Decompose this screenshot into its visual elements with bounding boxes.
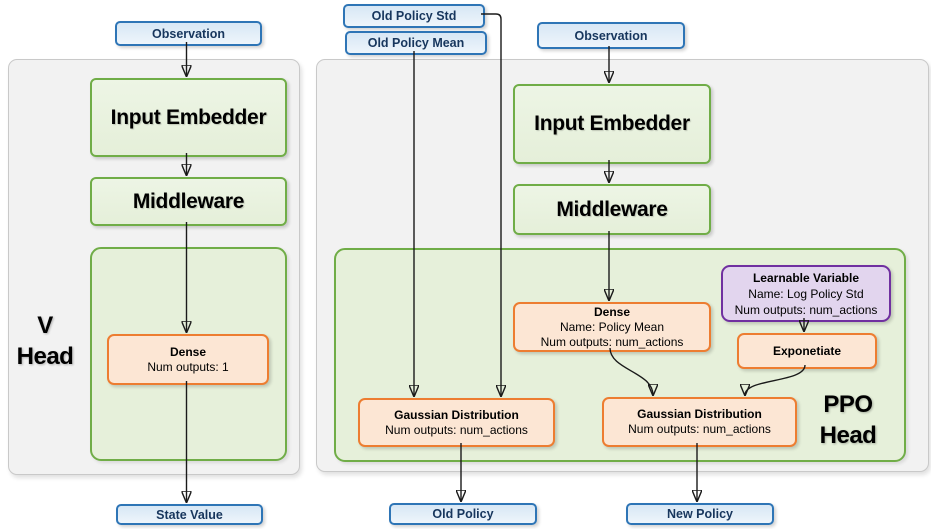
learnable-variable-name: Name: Log Policy Std bbox=[748, 286, 864, 301]
ppo-head-label-line1: PPO bbox=[823, 391, 873, 418]
ppo-middleware-label: Middleware bbox=[556, 197, 668, 221]
gaussian-distribution-old-node: Gaussian Distribution Num outputs: num_a… bbox=[358, 398, 555, 447]
ppo-dense-num-outputs: Num outputs: num_actions bbox=[540, 334, 684, 349]
v-head-label: V Head bbox=[10, 310, 80, 372]
old-policy-std-input: Old Policy Std bbox=[343, 4, 485, 28]
new-policy-output-label: New Policy bbox=[667, 507, 733, 521]
gaussian-old-num-outputs: Num outputs: num_actions bbox=[385, 422, 528, 437]
v-input-embedder-label: Input Embedder bbox=[110, 105, 267, 129]
gaussian-new-num-outputs: Num outputs: num_actions bbox=[628, 422, 771, 436]
old-policy-output-label: Old Policy bbox=[432, 507, 494, 521]
ppo-dense-node: Dense Name: Policy Mean Num outputs: num… bbox=[513, 302, 711, 352]
gaussian-old-title: Gaussian Distribution bbox=[394, 407, 519, 422]
observation-input-right-label: Observation bbox=[574, 28, 648, 43]
gaussian-distribution-new-node: Gaussian Distribution Num outputs: num_a… bbox=[602, 397, 797, 447]
v-dense-title: Dense bbox=[169, 344, 207, 359]
v-head-label-line2: Head bbox=[16, 343, 74, 370]
learnable-variable-title: Learnable Variable bbox=[752, 270, 860, 285]
ppo-dense-title: Dense bbox=[593, 304, 631, 319]
v-head-label-line1: V bbox=[37, 312, 53, 339]
state-value-output: State Value bbox=[116, 504, 263, 525]
v-input-embedder-node: Input Embedder bbox=[90, 78, 287, 157]
state-value-output-label: State Value bbox=[156, 507, 223, 522]
ppo-input-embedder-label: Input Embedder bbox=[534, 112, 690, 135]
old-policy-output: Old Policy bbox=[389, 503, 537, 525]
learnable-variable-node: Learnable Variable Name: Log Policy Std … bbox=[721, 265, 891, 322]
new-policy-output: New Policy bbox=[626, 503, 774, 525]
v-dense-node: Dense Num outputs: 1 bbox=[107, 334, 269, 385]
observation-input-left-label: Observation bbox=[152, 26, 225, 41]
observation-input-right: Observation bbox=[537, 22, 685, 49]
v-middleware-node: Middleware bbox=[90, 177, 287, 226]
old-policy-mean-input-label: Old Policy Mean bbox=[367, 36, 465, 50]
old-policy-mean-input: Old Policy Mean bbox=[345, 31, 487, 55]
ppo-head-label-line2: Head bbox=[819, 422, 877, 449]
ppo-dense-name: Name: Policy Mean bbox=[559, 319, 665, 334]
observation-input-left: Observation bbox=[115, 21, 262, 46]
learnable-variable-num-outputs: Num outputs: num_actions bbox=[734, 302, 878, 317]
ppo-middleware-node: Middleware bbox=[513, 184, 711, 235]
ppo-head-label: PPO Head bbox=[800, 389, 896, 451]
ppo-input-embedder-node: Input Embedder bbox=[513, 84, 711, 164]
v-middleware-label: Middleware bbox=[132, 189, 245, 213]
v-dense-num-outputs: Num outputs: 1 bbox=[147, 359, 229, 374]
gaussian-new-title: Gaussian Distribution bbox=[637, 407, 762, 421]
exponetiate-node: Exponetiate bbox=[737, 333, 877, 369]
old-policy-std-input-label: Old Policy Std bbox=[371, 9, 457, 23]
exponetiate-label: Exponetiate bbox=[772, 343, 841, 358]
